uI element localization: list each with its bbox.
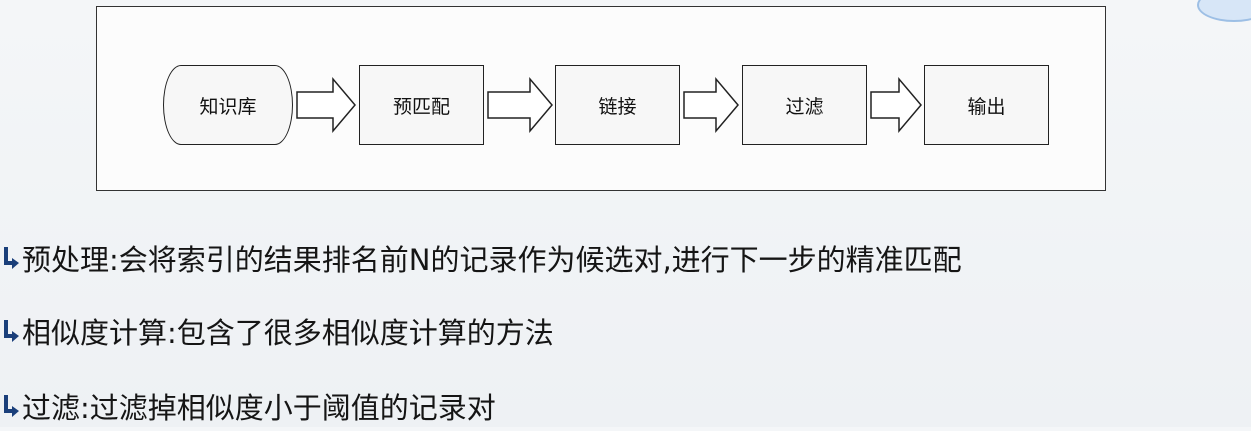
bullet-text: 预处理:会将索引的结果排名前N的记录作为候选对,进行下一步的精准匹配 [22,243,962,277]
arrow-2 [487,76,553,134]
link-node: 链接 [555,65,680,145]
filter-node: 过滤 [742,65,867,145]
corner-decoration [1197,0,1251,22]
bullet-text: 过滤:过滤掉相似度小于阈值的记录对 [22,391,496,425]
arrow-3 [683,76,739,134]
bullet-arrow-icon [4,320,19,342]
output-node: 输出 [924,65,1049,145]
bullet-arrow-icon [4,247,19,269]
knowledge-base-node: 知识库 [163,65,293,145]
bullet-item: 预处理:会将索引的结果排名前N的记录作为候选对,进行下一步的精准匹配 [0,233,962,283]
bullet-item: 过滤:过滤掉相似度小于阈值的记录对 [0,381,496,431]
arrow-1 [296,76,356,134]
bullet-arrow-icon [4,395,19,417]
pipeline-diagram: 知识库 预匹配 链接 过滤 输出 [96,6,1106,191]
arrow-4 [870,76,922,134]
bullet-text: 相似度计算:包含了很多相似度计算的方法 [22,316,554,350]
prematch-node: 预匹配 [359,65,484,145]
bullet-item: 相似度计算:包含了很多相似度计算的方法 [0,306,554,356]
